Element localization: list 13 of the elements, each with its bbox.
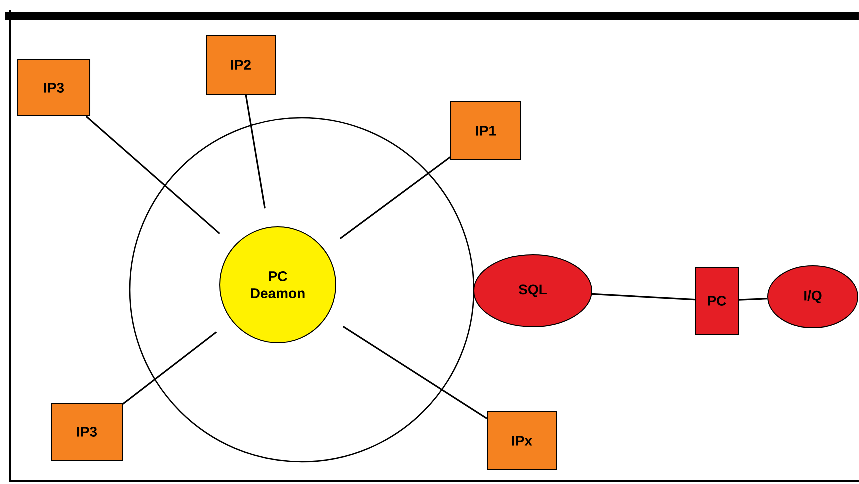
connector-line [340, 156, 451, 240]
ip-box: IP3 [18, 60, 90, 116]
connector-line [122, 332, 218, 405]
ip-box: IP2 [206, 35, 276, 95]
ip-box: IPx [487, 411, 557, 470]
connector-line [86, 116, 220, 234]
pc-box: PC [695, 267, 739, 335]
ip-box: IP1 [450, 102, 522, 160]
connector-line [342, 326, 488, 420]
connector-line [245, 94, 266, 209]
connector-line [592, 293, 696, 301]
connector-line [738, 298, 768, 301]
ip-box: IP3 [51, 402, 123, 461]
